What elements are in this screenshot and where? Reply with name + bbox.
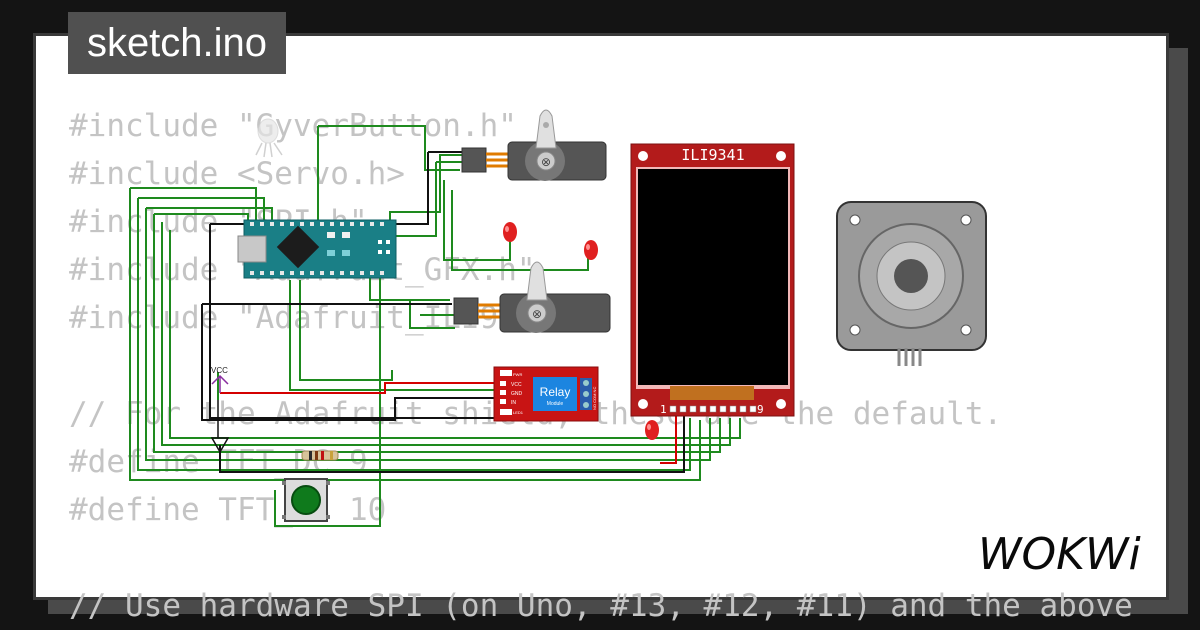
red-wires — [220, 382, 677, 464]
relay-pin-in: IN — [511, 400, 516, 406]
wokwi-logo-text: WOKWi — [978, 529, 1141, 580]
svg-text:⊗: ⊗ — [532, 307, 542, 321]
code-line: #include <Servo.h> — [69, 156, 405, 192]
relay-module[interactable]: Relay Module PWR LED1 VCC GND IN NO COM … — [493, 366, 599, 422]
relay-terminal-labels: NO COM NC — [592, 387, 597, 410]
mcu-chip — [276, 225, 320, 269]
relay-led-label: LED1 — [513, 410, 524, 415]
servo-motor-top[interactable]: ⊗ — [461, 109, 607, 181]
file-tab[interactable]: sketch.ino — [68, 12, 286, 74]
relay-sublabel: Module — [547, 401, 564, 407]
code-line: #define TFT_DC 9 — [69, 444, 368, 480]
pin-label-last: 9 — [757, 403, 764, 416]
stepper-motor[interactable] — [836, 201, 987, 366]
vcc-symbol: VCC — [211, 366, 229, 393]
wokwi-logo: WOKWi — [978, 529, 1141, 580]
relay-pin-vcc: VCC — [511, 382, 522, 388]
rgb-led[interactable] — [255, 118, 283, 158]
display-label: ILI9341 — [681, 146, 744, 164]
pin-label-first: 1 — [660, 403, 667, 416]
servo-motor-bottom[interactable]: ⊗ — [453, 261, 611, 333]
ili9341-display[interactable]: ILI9341 1 9 — [630, 143, 795, 417]
display-screen — [638, 169, 788, 385]
push-button[interactable] — [282, 478, 330, 522]
ground-symbol — [210, 400, 230, 454]
red-led-2[interactable] — [584, 240, 598, 260]
usb-connector — [237, 235, 267, 263]
vcc-label: VCC — [211, 366, 228, 375]
relay-label: Relay — [540, 385, 571, 399]
relay-pin-gnd: GND — [511, 391, 523, 397]
pin-header-top — [250, 222, 384, 226]
resistor[interactable] — [301, 450, 339, 461]
wires — [129, 125, 741, 527]
red-led-3[interactable] — [645, 420, 659, 440]
green-wires — [129, 125, 741, 527]
red-led-1[interactable] — [503, 222, 517, 242]
code-line: // Use hardware SPI (on Uno, #13, #12, #… — [69, 588, 1133, 624]
arduino-nano[interactable] — [237, 219, 397, 279]
pin-header-bottom — [250, 271, 384, 275]
relay-pwr-label: PWR — [513, 372, 522, 377]
svg-text:⊗: ⊗ — [541, 155, 551, 169]
